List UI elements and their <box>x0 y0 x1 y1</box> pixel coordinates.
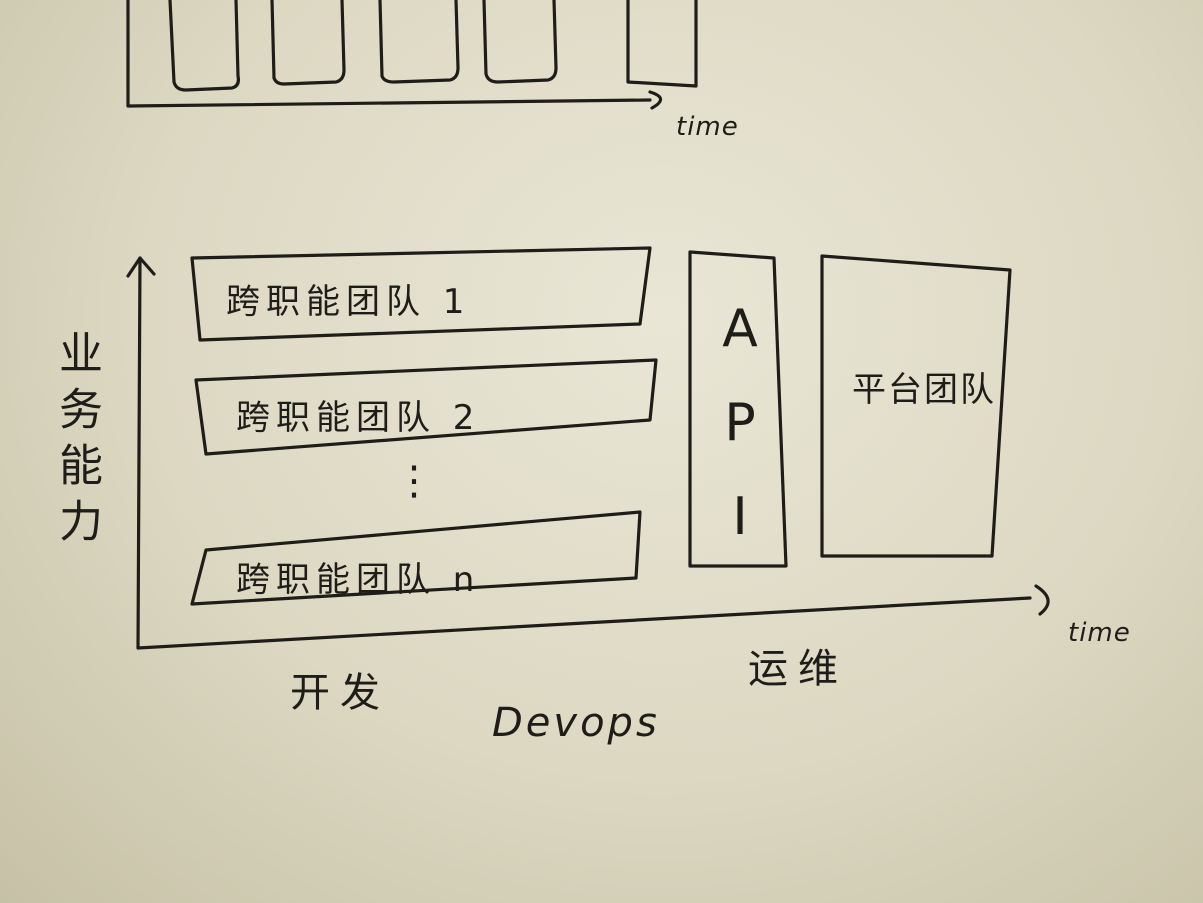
x-axis-arrow <box>1034 584 1050 616</box>
top-bar <box>626 0 698 88</box>
y-axis-label: 业务能力 <box>51 330 102 554</box>
top-bar <box>168 0 240 92</box>
team-box-1 <box>190 246 652 342</box>
api-letters: A P I <box>698 282 782 564</box>
api-letter: I <box>732 487 748 547</box>
team-box-n <box>190 510 642 606</box>
top-axis-arrow <box>648 90 663 110</box>
platform-team-label: 平台团队 <box>852 370 996 410</box>
team-label-1: 跨职能团队 1 <box>226 282 471 322</box>
ops-label: 运维 <box>748 646 848 692</box>
top-bar-chart <box>126 0 698 110</box>
top-time-label: time <box>676 112 739 142</box>
top-bar <box>482 0 558 84</box>
top-bar <box>378 0 460 84</box>
team-box-2 <box>194 358 658 456</box>
team-ellipsis: ⋮ <box>394 458 434 504</box>
api-letter: P <box>724 393 756 453</box>
api-box-outline <box>688 250 788 568</box>
top-axis-line <box>126 0 652 108</box>
api-letter: A <box>722 299 758 359</box>
top-bar <box>270 0 346 86</box>
platform-box-outline <box>820 254 1012 558</box>
x-axis-label: time <box>1068 618 1131 648</box>
y-axis-arrow <box>126 256 156 278</box>
dev-label: 开发 <box>290 670 390 716</box>
y-axis-line <box>136 256 1032 650</box>
devops-label: Devops <box>492 700 660 746</box>
team-label-2: 跨职能团队 2 <box>236 398 481 438</box>
team-label-n: 跨职能团队 n <box>236 560 481 600</box>
